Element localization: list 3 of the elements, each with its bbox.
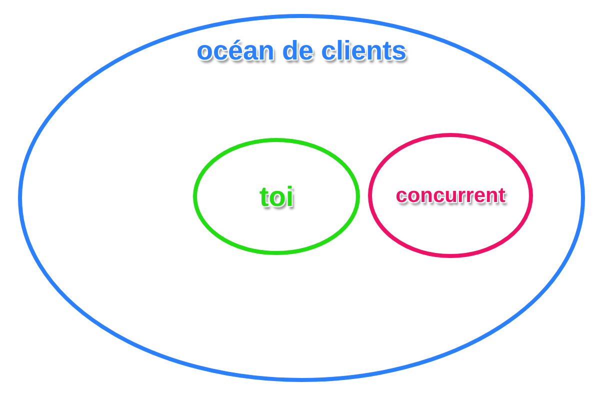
ellipse-label: concurrent [396,184,506,208]
ellipse-label: océan de clients [196,35,407,66]
ellipse-label: toi [259,180,294,212]
